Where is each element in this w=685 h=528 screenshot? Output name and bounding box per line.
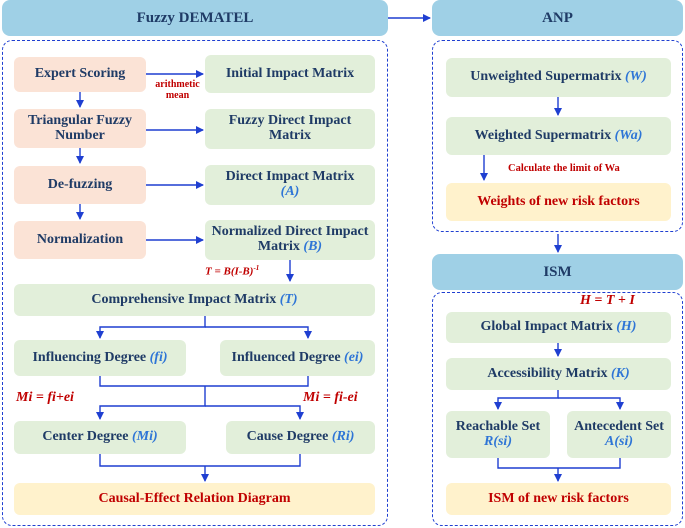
global-impact-label: Global Impact Matrix xyxy=(480,319,613,335)
accessibility-matrix-symbol: (K) xyxy=(610,365,630,381)
arrow-to-cause xyxy=(205,405,304,420)
expert-scoring-box: Expert Scoring xyxy=(14,57,146,92)
normalized-direct-box: Normalized Direct Impact Matrix (B) xyxy=(205,220,375,260)
normalized-direct-symbol: (B) xyxy=(303,239,323,254)
defuzzing-box: De-fuzzing xyxy=(14,166,146,204)
center-degree-symbol: (Mi) xyxy=(132,429,158,445)
initial-impact-box: Initial Impact Matrix xyxy=(205,55,375,93)
ism-result-box: ISM of new risk factors xyxy=(446,483,671,515)
fuzzy-dematel-header: Fuzzy DEMATEL xyxy=(2,0,388,36)
t-formula: T = B(I-B)-1 xyxy=(205,264,260,278)
initial-impact-label: Initial Impact Matrix xyxy=(225,65,355,81)
arrow-to-antecedent xyxy=(558,397,624,410)
triangular-fuzzy-box: Triangular Fuzzy Number xyxy=(14,109,146,148)
anp-header: ANP xyxy=(432,0,683,36)
normalized-direct-label: Normalized Direct Impact Matrix xyxy=(211,224,369,254)
comprehensive-impact-symbol: (T) xyxy=(279,291,298,307)
defuzzing-label: De-fuzzing xyxy=(47,176,113,192)
fuzzy-dematel-panel xyxy=(2,40,388,526)
unweighted-supermatrix-label: Unweighted Supermatrix xyxy=(470,69,622,85)
direct-impact-label: Direct Impact Matrix xyxy=(225,169,355,185)
weighted-supermatrix-box: Weighted Supermatrix (Wa) xyxy=(446,117,671,155)
ism-panel xyxy=(432,292,683,526)
arithmetic-mean-note: arithmetic mean xyxy=(155,79,200,101)
influencing-degree-label: Influencing Degree xyxy=(32,349,147,365)
connector-center-cause-bus xyxy=(99,454,301,467)
ism-title: ISM xyxy=(543,263,572,280)
influenced-degree-box: Influenced Degree (ei) xyxy=(220,340,375,376)
center-degree-label: Center Degree xyxy=(42,429,129,445)
comprehensive-impact-box: Comprehensive Impact Matrix (T) xyxy=(14,284,375,316)
reachable-set-label: Reachable Set xyxy=(455,418,541,434)
influencing-degree-box: Influencing Degree (fi) xyxy=(14,340,186,376)
m-plus-formula: Mi = fi+ei xyxy=(16,390,74,405)
antecedent-set-symbol: A(si) xyxy=(605,433,633,449)
accessibility-matrix-label: Accessibility Matrix xyxy=(487,365,608,381)
causal-effect-box: Causal-Effect Relation Diagram xyxy=(14,483,375,515)
weights-label: Weights of new risk factors xyxy=(477,193,640,209)
arrow-comprehensive-to-influencing xyxy=(96,316,206,339)
antecedent-set-label: Antecedent Set xyxy=(574,418,664,434)
normalization-box: Normalization xyxy=(14,221,146,259)
arrow-comprehensive-to-influenced xyxy=(205,326,312,339)
h-formula: H = T + I xyxy=(580,293,635,308)
weighted-supermatrix-symbol: (Wa) xyxy=(614,127,643,143)
fuzzy-direct-label: Fuzzy Direct Impact Matrix xyxy=(228,113,352,143)
direct-impact-box: Direct Impact Matrix(A) xyxy=(205,165,375,205)
triangular-fuzzy-label: Triangular Fuzzy Number xyxy=(27,112,133,143)
cause-degree-label: Cause Degree xyxy=(246,429,329,445)
anp-title: ANP xyxy=(542,9,573,26)
m-minus-formula: Mi = fi-ei xyxy=(303,390,358,405)
influenced-degree-symbol: (ei) xyxy=(344,349,364,365)
unweighted-supermatrix-symbol: (W) xyxy=(625,69,647,85)
influencing-degree-symbol: (fi) xyxy=(149,349,168,365)
arrow-to-center xyxy=(96,386,206,420)
causal-effect-label: Causal-Effect Relation Diagram xyxy=(98,490,291,506)
ism-result-label: ISM of new risk factors xyxy=(488,490,629,506)
comprehensive-impact-label: Comprehensive Impact Matrix xyxy=(91,291,277,307)
connector-sets-bus xyxy=(497,458,621,469)
ism-header: ISM xyxy=(432,254,683,290)
direct-impact-symbol: (A) xyxy=(280,184,300,199)
fuzzy-direct-box: Fuzzy Direct Impact Matrix xyxy=(205,109,375,149)
reachable-set-symbol: R(si) xyxy=(483,433,512,449)
weighted-supermatrix-label: Weighted Supermatrix xyxy=(474,127,612,143)
global-impact-box: Global Impact Matrix (H) xyxy=(446,312,671,343)
weights-box: Weights of new risk factors xyxy=(446,183,671,221)
unweighted-supermatrix-box: Unweighted Supermatrix (W) xyxy=(446,58,671,97)
fuzzy-dematel-title: Fuzzy DEMATEL xyxy=(136,9,254,26)
global-impact-symbol: (H) xyxy=(616,319,637,335)
cause-degree-symbol: (Ri) xyxy=(331,429,355,445)
connector-degrees-bus xyxy=(99,376,309,387)
normalization-label: Normalization xyxy=(36,231,124,247)
accessibility-matrix-box: Accessibility Matrix (K) xyxy=(446,358,671,390)
center-degree-box: Center Degree (Mi) xyxy=(14,421,186,454)
anp-panel xyxy=(432,40,683,232)
arrow-to-reachable xyxy=(494,390,559,410)
cause-degree-box: Cause Degree (Ri) xyxy=(226,421,375,454)
influenced-degree-label: Influenced Degree xyxy=(231,349,341,365)
limit-note: Calculate the limit of Wa xyxy=(508,163,620,174)
expert-scoring-label: Expert Scoring xyxy=(34,66,126,82)
